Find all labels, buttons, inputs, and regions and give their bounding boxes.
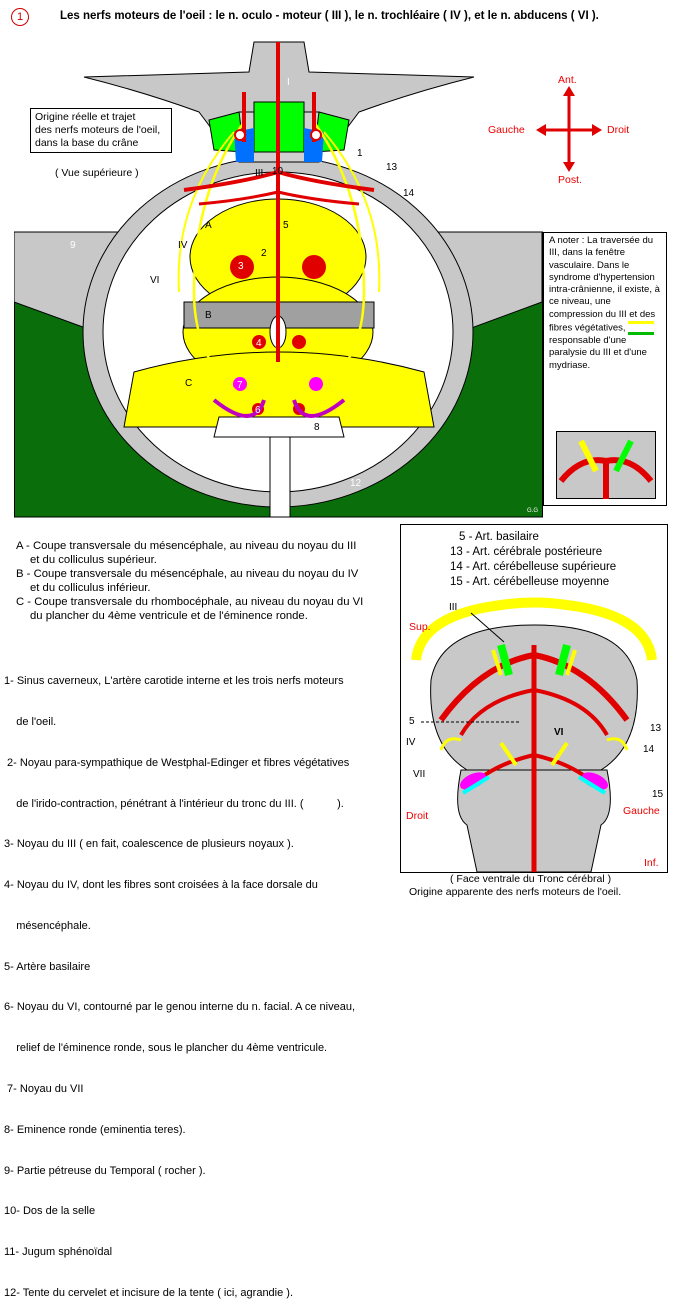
label-A: A — [205, 220, 212, 231]
label-C: C — [185, 378, 193, 389]
origin-line-3: dans la base du crâne — [35, 137, 139, 149]
section-item: A - Coupe transversale du mésencéphale, … — [16, 540, 357, 552]
brainstem-caption-1: ( Face ventrale du Tronc cérébral ) — [450, 873, 612, 885]
note-text-1: A noter : La traversée du III, dans la f… — [549, 235, 660, 334]
brainstem-label-droit: Droit — [406, 810, 429, 822]
figure-number: 1 — [11, 8, 29, 26]
label-4: 4 — [256, 338, 262, 349]
brainstem-label-III: III — [449, 602, 458, 613]
legend-item-cont: mésencéphale. — [4, 919, 91, 932]
fibres-symbol-icon — [628, 321, 655, 336]
legend-item: 2- Noyau para-sympathique de Westphal-Ed… — [4, 756, 350, 769]
legend-item: 10- Dos de la selle — [4, 1205, 96, 1218]
section-item-cont: et du colliculus inférieur. — [30, 582, 151, 594]
legend-item: 9- Partie pétreuse du Temporal ( rocher … — [4, 1164, 206, 1177]
section-item: C - Coupe transversale du rhombocéphale,… — [16, 596, 364, 608]
section-item: B - Coupe transversale du mésencéphale, … — [16, 568, 359, 580]
brainstem-label-VII: VII — [413, 769, 426, 780]
legend-item-cont: de l'oeil. — [4, 715, 57, 728]
label-10: 10 — [272, 166, 284, 177]
artery-item: 13 - Art. cérébrale postérieure — [450, 546, 603, 558]
brainstem-figure: 5 - Art. basilaire 13 - Art. cérébrale p… — [400, 524, 668, 873]
brainstem-label-sup: Sup. — [409, 621, 431, 633]
view-top-caption: ( Vue supérieure ) — [55, 167, 139, 179]
legend-item: 12- Tente du cervelet et incisure de la … — [4, 1286, 294, 1299]
artery-item: 5 - Art. basilaire — [459, 531, 539, 543]
legend-item-cont: de l'irido-contraction, pénétrant à l'in… — [4, 797, 344, 810]
label-9: 9 — [70, 240, 76, 251]
page-title: Les nerfs moteurs de l'oeil : le n. ocul… — [60, 10, 599, 22]
section-list: A - Coupe transversale du mésencéphale, … — [16, 539, 396, 623]
label-IV: IV — [178, 240, 188, 251]
compass-right: Droit — [607, 124, 630, 136]
label-13: 13 — [386, 162, 398, 173]
brainstem-label-gauche: Gauche — [623, 805, 660, 817]
origin-line-1: Origine réelle et trajet — [35, 111, 136, 123]
label-12: 12 — [350, 478, 362, 489]
label-6: 6 — [255, 405, 261, 416]
label-1: 1 — [357, 148, 363, 159]
label-5: 5 — [283, 220, 289, 231]
note-box: A noter : La traversée du III, dans la f… — [543, 232, 667, 506]
legend-item-cont: relief de l'éminence ronde, sous le plan… — [4, 1042, 328, 1055]
artery-list: 5 - Art. basilaire 13 - Art. cérébrale p… — [450, 530, 616, 590]
label-VI: VI — [150, 275, 160, 286]
base-crane-svg — [13, 41, 543, 518]
section-item-cont: et du colliculus supérieur. — [30, 554, 157, 566]
section-item-cont: du plancher du 4ème ventricule et de l'é… — [30, 610, 308, 622]
vascular-window-thumbnail — [556, 431, 656, 499]
label-8: 8 — [314, 422, 320, 433]
origin-box: Origine réelle et trajet des nerfs moteu… — [30, 108, 172, 153]
brainstem-svg — [411, 597, 657, 872]
label-3: 3 — [238, 261, 244, 272]
note-text-2: responsable d'une paralysie du III et d'… — [549, 335, 647, 371]
label-I: I — [287, 77, 290, 88]
legend-item: 7- Noyau du VII — [4, 1083, 84, 1095]
orientation-compass — [536, 72, 636, 188]
compass-arrows-icon — [536, 86, 602, 172]
label-7: 7 — [237, 380, 243, 391]
brainstem-label-13: 13 — [650, 723, 662, 734]
label-2: 2 — [261, 248, 267, 259]
brainstem-label-5: 5 — [409, 716, 415, 727]
brainstem-caption-2: Origine apparente des nerfs moteurs de l… — [409, 886, 622, 898]
legend-item: 1- Sinus caverneux, L'artère carotide in… — [4, 675, 344, 688]
label-B: B — [205, 310, 212, 321]
legend-item: 8- Eminence ronde (eminentia teres). — [4, 1123, 186, 1136]
label-14: 14 — [403, 188, 415, 199]
label-III: III — [255, 168, 264, 179]
origin-line-2: des nerfs moteurs de l'oeil, — [35, 124, 161, 136]
legend-item: 3- Noyau du III ( en fait, coalescence d… — [4, 838, 294, 851]
compass-post: Post. — [558, 174, 582, 186]
compass-left: Gauche — [488, 124, 525, 136]
brainstem-label-15: 15 — [652, 789, 664, 800]
legend-item: 5- Artère basilaire — [4, 960, 91, 973]
artery-item: 15 - Art. cérébelleuse moyenne — [450, 576, 610, 588]
brainstem-label-VI: VI — [554, 727, 564, 738]
brainstem-label-inf: Inf. — [644, 857, 659, 869]
compass-ant: Ant. — [558, 74, 577, 86]
base-crane-figure — [13, 32, 543, 518]
legend-item: 11- Jugum sphénoïdal — [4, 1246, 113, 1259]
signature: G.G — [527, 508, 539, 514]
legend-item: 6- Noyau du VI, contourné par le genou i… — [4, 1001, 356, 1014]
legend-item: 4- Noyau du IV, dont les fibres sont cro… — [4, 879, 318, 892]
numbered-legend: 1- Sinus caverneux, L'artère carotide in… — [4, 648, 399, 1314]
artery-item: 14 - Art. cérébelleuse supérieure — [450, 561, 617, 573]
brainstem-label-IV: IV — [406, 737, 416, 748]
brainstem-label-14: 14 — [643, 744, 655, 755]
